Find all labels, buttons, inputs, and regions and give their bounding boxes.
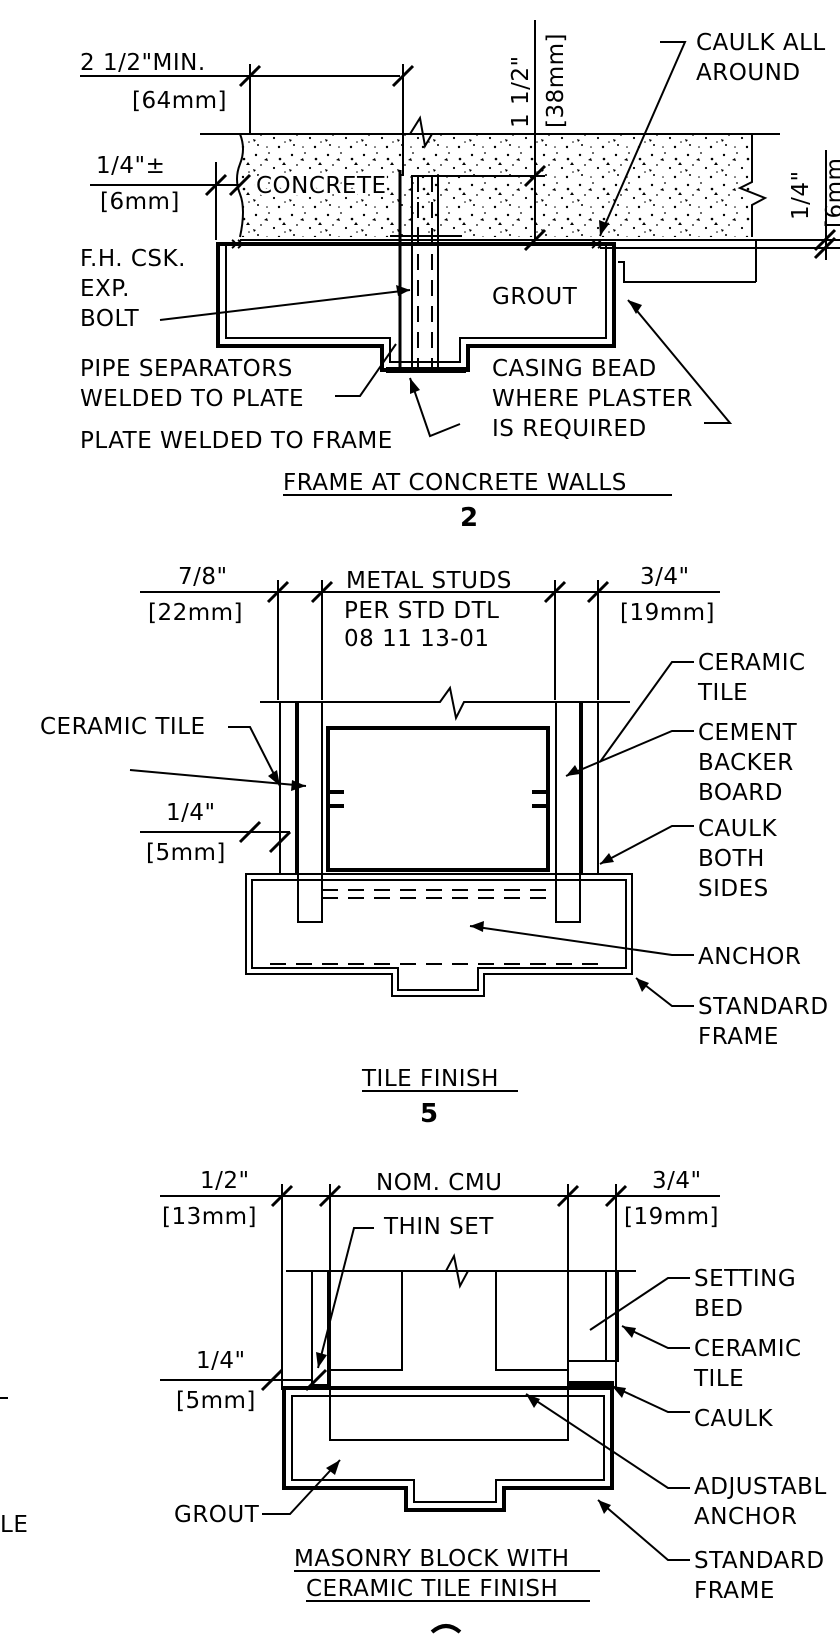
dim-min-width-mm: [64mm] <box>132 88 227 114</box>
detail-title-2: CERAMIC TILE FINISH <box>306 1576 558 1602</box>
dim-left-mm: [22mm] <box>148 600 243 626</box>
dim-small: 1/4" <box>196 1348 246 1374</box>
bolt-label-1: F.H. CSK. <box>80 246 186 272</box>
caulk-label: CAULK <box>694 1406 773 1432</box>
casing-label-2: WHERE PLASTER <box>492 386 693 412</box>
caulk-label-3: SIDES <box>698 876 769 902</box>
bolt-label-2: EXP. <box>80 276 130 302</box>
dim-left-mm: [13mm] <box>162 1204 257 1230</box>
grout-label: GROUT <box>492 284 578 310</box>
grout-label: GROUT <box>174 1502 260 1528</box>
cmu-label: NOM. CMU <box>376 1170 503 1196</box>
setting-bed <box>567 1270 607 1362</box>
casing-label-3: IS REQUIRED <box>492 416 647 442</box>
dim-right-mm: [19mm] <box>620 600 715 626</box>
pipe-label-2: WELDED TO PLATE <box>80 386 304 412</box>
frame-label-2: FRAME <box>694 1578 775 1604</box>
cement-label-2: BACKER <box>698 750 794 776</box>
cement-label-3: BOARD <box>698 780 783 806</box>
dim-right-mm: [19mm] <box>624 1204 719 1230</box>
dim-gap: 1/4"± <box>96 153 165 179</box>
dim-small-mm: [5mm] <box>176 1388 256 1414</box>
dim-left: 1/2" <box>200 1168 250 1194</box>
detail-frame-at-concrete-walls: 2 1/2"MIN. [64mm] 1/4"± [6mm] 1 1/2" [38… <box>80 20 840 533</box>
dim-min-width: 2 1/2"MIN. <box>80 50 206 76</box>
caulk-label-2: BOTH <box>698 846 765 872</box>
cement-label-1: CEMENT <box>698 720 798 746</box>
dim-vertical: 1 1/2" <box>508 55 534 128</box>
concrete-label: CONCRETE <box>256 173 387 199</box>
dim-right: 3/4" <box>640 564 690 590</box>
studs-label-3: 08 11 13-01 <box>344 626 490 652</box>
dim-vertical-mm: [38mm] <box>543 33 569 128</box>
detail-number: 5 <box>420 1099 438 1129</box>
dim-right-mm: [6mm <box>822 158 840 228</box>
dim-right: 3/4" <box>652 1168 702 1194</box>
caulk-label-1: CAULK <box>698 816 777 842</box>
adjustable-label-2: ANCHOR <box>694 1504 797 1530</box>
ceramic-label-1: CERAMIC <box>694 1336 802 1362</box>
frame-label-2: FRAME <box>698 1024 779 1050</box>
ceramic-tile-right <box>581 701 599 875</box>
dim-small: 1/4" <box>166 800 216 826</box>
pipe-label-1: PIPE SEPARATORS <box>80 356 293 382</box>
frame-label-1: STANDARD <box>698 994 829 1020</box>
metal-stud <box>326 726 550 872</box>
thin-set-label: THIN SET <box>383 1214 494 1240</box>
studs-label-1: METAL STUDS <box>346 568 512 594</box>
setting-label-1: SETTING <box>694 1266 796 1292</box>
backer-board-right <box>555 701 581 923</box>
frame-label-1: STANDARD <box>694 1548 825 1574</box>
plate-label: PLATE WELDED TO FRAME <box>80 428 393 454</box>
ceramic-label-2: TILE <box>693 1366 744 1392</box>
standard-frame <box>282 1386 614 1512</box>
dim-left: 7/8" <box>178 564 228 590</box>
detail-number: 2 <box>460 503 478 533</box>
setting-label-2: BED <box>694 1296 744 1322</box>
backer-board-left <box>297 701 323 923</box>
caulk-label-1: CAULK ALL <box>696 30 826 56</box>
adjustable-label-1: ADJUSTABL <box>694 1474 827 1500</box>
caulk-label-2: AROUND <box>696 60 801 86</box>
casing-label-1: CASING BEAD <box>492 356 657 382</box>
detail-title: FRAME AT CONCRETE WALLS <box>283 470 627 496</box>
edge-fragment-label: LE <box>0 1512 28 1538</box>
detail-masonry-block-with-ceramic-tile: 1/2" [13mm] NOM. CMU THIN SET 3/4" [19mm… <box>160 1168 827 1634</box>
detail-title: TILE FINISH <box>361 1066 499 1092</box>
ceramic-tile-left-label: CERAMIC TILE <box>40 714 206 740</box>
dim-small-mm: [5mm] <box>146 840 226 866</box>
ceramic-label-1: CERAMIC <box>698 650 806 676</box>
detail-title-1: MASONRY BLOCK WITH <box>294 1546 570 1572</box>
caulk-bead-left <box>231 239 242 249</box>
dim-gap-mm: [6mm] <box>100 189 180 215</box>
bolt-label-3: BOLT <box>80 306 140 332</box>
detail-tile-finish: 7/8" [22mm] METAL STUDS PER STD DTL 08 1… <box>40 564 829 1129</box>
cmu-block <box>329 1270 569 1441</box>
standard-frame <box>245 873 633 997</box>
caulk-bead-right <box>591 239 602 249</box>
ceramic-label-2: TILE <box>697 680 748 706</box>
ceramic-tile-left <box>311 1270 329 1386</box>
anchor-label: ANCHOR <box>698 944 801 970</box>
concrete-wall <box>240 134 750 237</box>
dim-right: 1/4" <box>788 170 814 220</box>
studs-label-2: PER STD DTL <box>344 598 499 624</box>
frame-profile <box>216 242 616 372</box>
